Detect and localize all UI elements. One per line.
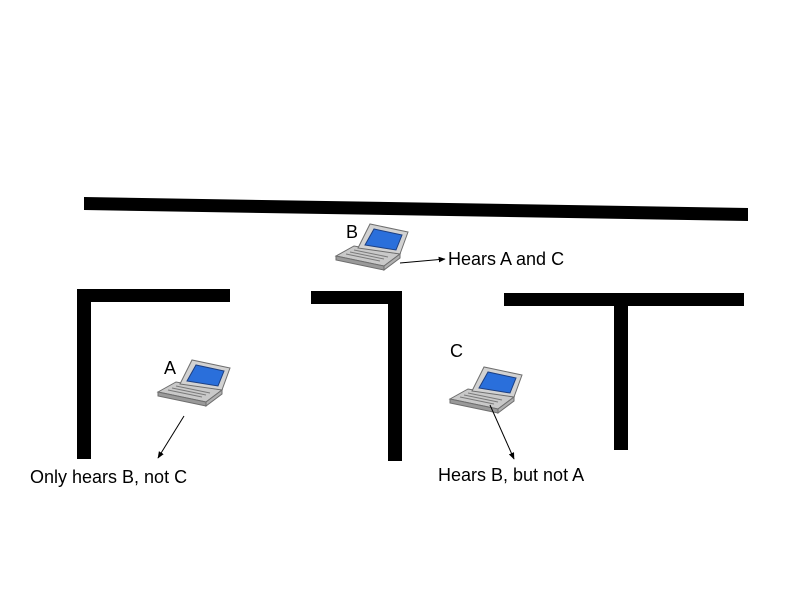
node-a-note: Only hears B, not C [30,467,187,487]
arrow-b [399,256,446,264]
top-wall [84,197,748,221]
arrow-a [157,415,185,459]
node-c-letter: C [450,341,463,361]
node-a: A Only hears B, not C [30,358,231,487]
laptop-icon [449,366,523,414]
node-b-letter: B [346,222,358,242]
room-b-right-wall [388,291,402,461]
node-b-note: Hears A and C [448,249,564,269]
node-c-note: Hears B, but not A [438,465,584,485]
arrow-c [489,404,515,460]
walls [77,197,748,461]
room-a-left-wall [77,289,91,459]
node-b: B Hears A and C [335,222,564,271]
node-c: C Hears B, but not A [438,341,584,485]
room-c-divider-wall [614,293,628,450]
room-a-top-wall [77,289,230,302]
room-b-top-wall [311,291,401,304]
node-a-letter: A [164,358,176,378]
